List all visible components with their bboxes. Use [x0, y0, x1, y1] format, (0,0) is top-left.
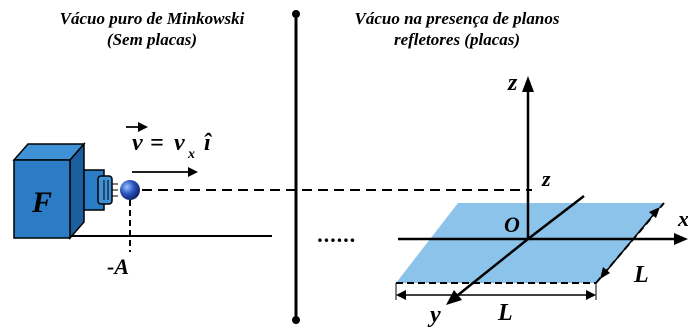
velocity-subscript-x: x	[187, 147, 195, 162]
dimension-bottom-arrow-start	[396, 290, 406, 300]
box-front-face	[13, 159, 71, 239]
right-title-line1: Vácuo na presença de planos	[355, 9, 560, 28]
box-side-face	[69, 142, 85, 240]
y-axis-back	[527, 195, 585, 240]
dimension-label-side: L	[633, 262, 649, 288]
dimension-side-arrow-start	[600, 267, 610, 279]
origin-label: O	[504, 212, 520, 237]
divider-bottom-dot	[292, 316, 300, 324]
y-axis-arrowhead	[446, 290, 462, 305]
velocity-v: v	[132, 130, 143, 156]
dimension-side-arrow-end	[649, 207, 660, 218]
dimension-bottom-arrow-end	[586, 290, 596, 300]
dimension-line-side	[603, 213, 655, 275]
particle	[120, 180, 140, 200]
velocity-vx: v	[174, 130, 185, 156]
emitter-nozzle	[83, 169, 118, 211]
position-label: -A	[107, 254, 129, 279]
ellipsis: ......	[318, 222, 357, 247]
source-box: F	[12, 142, 86, 240]
z-height-label: z	[541, 166, 551, 191]
dimension-label-bottom: L	[497, 300, 513, 326]
reflecting-plate	[396, 203, 664, 283]
y-axis-label: y	[427, 302, 441, 327]
y-axis	[457, 238, 529, 296]
velocity-unit-vector: î	[204, 130, 212, 156]
left-title-line1: Vácuo puro de Minkowski	[60, 9, 245, 28]
velocity-label: v = v x î	[126, 122, 212, 162]
right-title-line2: refletores (placas)	[394, 30, 520, 49]
x-axis-label: x	[677, 206, 688, 231]
source-label: F	[31, 186, 52, 219]
left-title-line2: (Sem placas)	[107, 30, 197, 49]
divider-top-dot	[292, 10, 300, 18]
z-axis-arrowhead	[522, 76, 534, 92]
velocity-equals: =	[150, 130, 164, 156]
nozzle-tip	[97, 175, 113, 205]
z-axis-label: z	[507, 70, 518, 96]
x-axis-arrowhead	[674, 233, 688, 245]
